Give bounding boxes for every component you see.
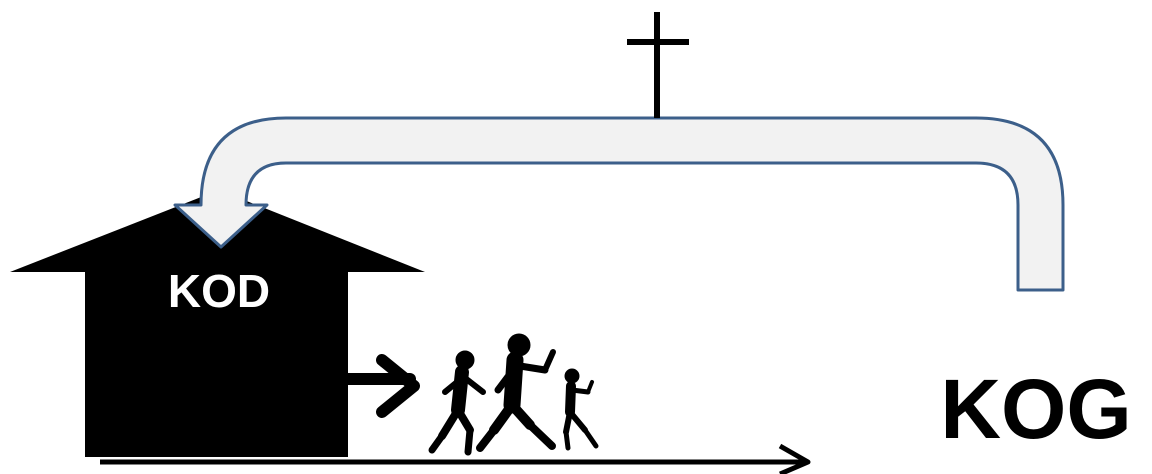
goal-label: KOG	[940, 362, 1131, 456]
chevron-arrow-head	[382, 360, 414, 412]
walking-family-icon	[432, 334, 596, 452]
house-label: KOD	[168, 265, 270, 317]
cross-icon	[627, 12, 689, 118]
walker-child	[565, 369, 596, 448]
walker-man	[480, 334, 553, 448]
walker-woman	[432, 351, 483, 452]
